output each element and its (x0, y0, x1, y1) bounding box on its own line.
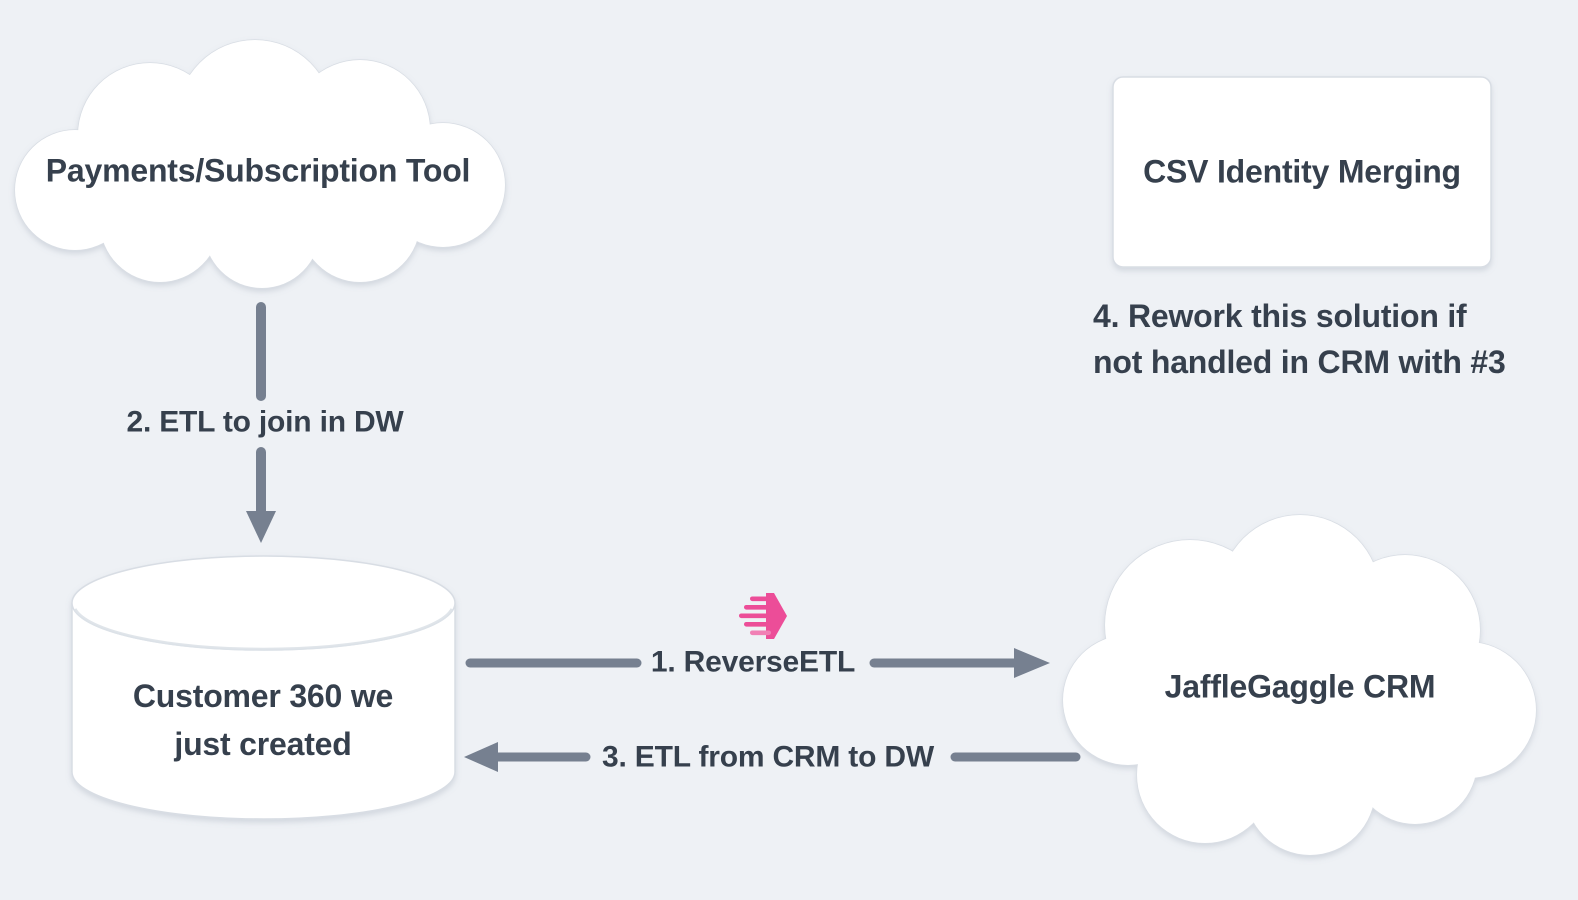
rework-note: 4. Rework this solution if not handled i… (1093, 293, 1506, 385)
customer360-cylinder-shape[interactable] (71, 555, 456, 820)
csv-merging-box-label: CSV Identity Merging (1143, 153, 1461, 190)
customer360-label-line1: Customer 360 we (132, 678, 394, 714)
etl-from-crm-arrow[interactable] (464, 742, 1081, 772)
customer360-label-line2: just created (174, 726, 352, 762)
payments-cloud-label: Payments/Subscription Tool (45, 152, 471, 189)
etl-join-dw-arrow-label: 2. ETL to join in DW (126, 405, 404, 439)
customer360-cylinder-label: Customer 360 we just created (133, 672, 393, 768)
etl-from-crm-arrow-label: 3. ETL from CRM to DW (602, 740, 934, 774)
rework-note-line2: not handled in CRM with #3 (1093, 344, 1506, 380)
reverse-etl-arrow-label: 1. ReverseETL (650, 645, 856, 679)
csv-merging-box-shape[interactable] (1112, 76, 1492, 268)
reverse-etl-arrow[interactable] (465, 648, 1050, 678)
census-logo-icon (739, 593, 787, 639)
jafflegaggle-cloud-label: JaffleGaggle CRM (1164, 668, 1436, 705)
etl-join-dw-arrow[interactable] (246, 302, 276, 543)
rework-note-line1: 4. Rework this solution if (1093, 298, 1467, 334)
